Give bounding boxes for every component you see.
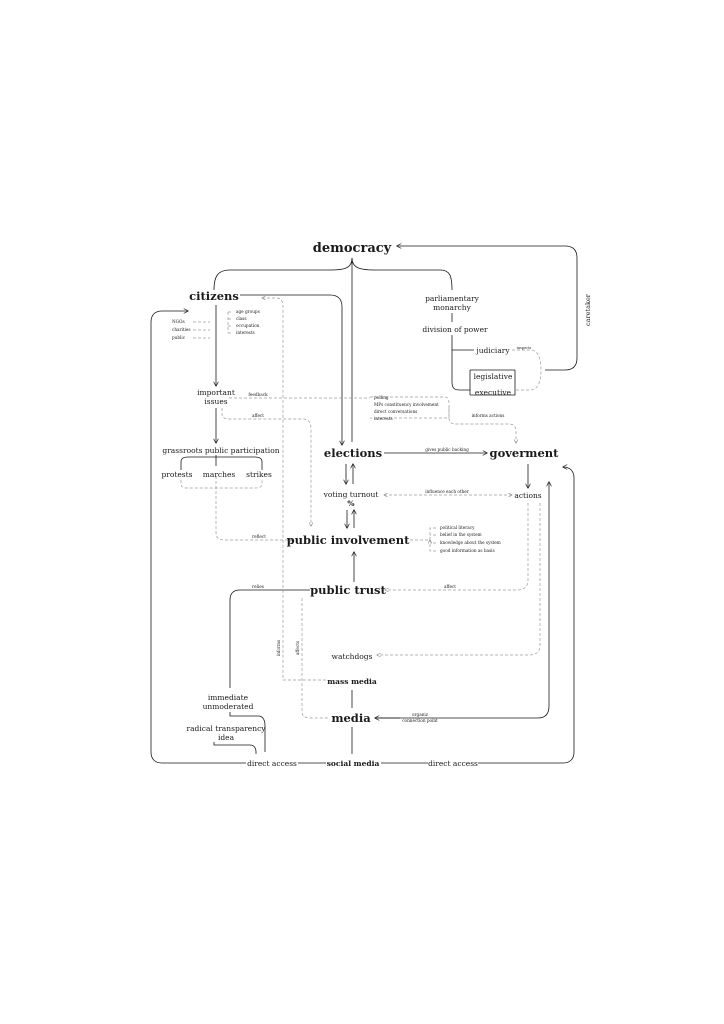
node-judiciary: judiciary: [475, 346, 510, 355]
label-influence-each-other: influence each other: [425, 489, 469, 494]
node-elections: elections: [324, 446, 382, 460]
list-item: good information as basis: [440, 548, 495, 553]
node-public-involvement: public involvement: [287, 533, 410, 547]
edge-grassroots-dashed: [180, 480, 263, 489]
edge-issues-affect: [221, 408, 311, 526]
list-item: political literacy: [440, 525, 475, 530]
node-public-trust: public trust: [310, 583, 386, 597]
list-item: belief in the system: [440, 532, 482, 537]
node-idea: idea: [218, 733, 235, 742]
node-important: important: [197, 388, 235, 397]
label-caretaker: caretaker: [584, 293, 592, 326]
edge-reflect: [215, 476, 292, 540]
dashed-edges: [180, 298, 542, 719]
list-item: public: [172, 335, 186, 340]
edge-judiciary-dashed: [512, 349, 542, 391]
label-affects: affects: [295, 641, 300, 655]
list-item: interests: [374, 416, 393, 421]
node-labels: democracy citizens parliamentary monarch…: [161, 241, 559, 768]
edge-citizen-attributes: [227, 311, 233, 334]
node-media: media: [331, 711, 371, 725]
node-percent: %: [347, 499, 354, 508]
node-unmoderated: unmoderated: [203, 702, 254, 711]
small-lists: NGOs charities public age groups class o…: [172, 309, 501, 553]
list-item: MPs constituency involvement: [374, 402, 439, 407]
edge-citizen-groups: [193, 321, 210, 339]
node-legislative: legislative: [474, 372, 513, 381]
edge-trust-media: [301, 598, 330, 719]
node-democracy: democracy: [313, 241, 392, 256]
node-radical-transparency: radical transparency: [186, 724, 266, 733]
node-actions: actions: [514, 491, 541, 500]
edge-democracy-parliament: [351, 257, 453, 291]
edge-feedback-bracket: [370, 396, 450, 419]
solid-edges: [150, 246, 578, 764]
node-division-of-power: division of power: [422, 325, 488, 334]
label-relies: relies: [252, 584, 264, 589]
label-connection-point: connection point: [402, 718, 438, 723]
node-direct-access-right: direct access: [428, 759, 478, 768]
list-item: class: [236, 316, 246, 321]
node-executive: executive: [475, 388, 512, 397]
edge-democracy-citizens: [213, 257, 353, 291]
node-marches: marches: [203, 470, 236, 479]
node-goverment: goverment: [490, 446, 560, 460]
node-citizens: citizens: [189, 289, 239, 303]
label-affect-top: affect: [252, 413, 264, 418]
list-item: direct conversations: [374, 409, 417, 414]
edge-citizens-loop: [262, 298, 326, 681]
edge-immediate-socialmedia: [229, 712, 266, 752]
node-parliamentary: parliamentary: [425, 294, 480, 303]
label-gives-public-backing: gives public backing: [425, 447, 469, 452]
node-monarchy: monarchy: [433, 303, 472, 312]
label-feedback: feedback: [248, 392, 268, 397]
list-item: occupation: [236, 323, 260, 328]
edge-citizens-elections: [240, 294, 342, 445]
edge-actions-watchdogs: [377, 503, 541, 655]
node-grassroots: grassroots public participation: [162, 446, 279, 455]
edge-caretaker: [397, 246, 578, 371]
node-immediate: immediate: [208, 693, 249, 702]
label-informs-actions: informs actions: [472, 413, 505, 418]
edge-relies: [229, 589, 310, 688]
edge-actions-affect-trust: [385, 503, 529, 590]
label-reflect: reflect: [252, 534, 266, 539]
list-item: interests: [236, 330, 255, 335]
edge-direct-access-right: [478, 467, 575, 764]
node-watchdogs: watchdogs: [332, 652, 373, 661]
edge-involvement-factors: [408, 527, 436, 552]
label-judiciary-tag: inspects: [517, 346, 532, 350]
label-informs: informs: [276, 640, 281, 656]
list-item: age groups: [236, 309, 260, 314]
edge-radical-socialmedia: [213, 742, 257, 754]
node-social-media: social media: [327, 759, 380, 768]
node-strikes: strikes: [246, 470, 272, 479]
edge-labels: caretaker feedback affect informs action…: [248, 293, 592, 723]
edge-division-branches: [451, 335, 470, 391]
edge-direct-access-left: [150, 311, 246, 764]
label-organiz: organiz: [412, 712, 429, 717]
label-affect-trust: affect: [444, 584, 456, 589]
edge-media-goverment: [375, 482, 549, 719]
node-voting-turnout: voting turnout: [323, 490, 379, 499]
edge-informs-actions: [448, 408, 516, 443]
node-issues: issues: [204, 397, 227, 406]
node-direct-access-left: direct access: [247, 759, 297, 768]
list-item: knowledge about the system: [440, 540, 501, 545]
list-item: polling: [374, 395, 389, 400]
node-mass-media: mass media: [327, 677, 377, 686]
node-protests: protests: [161, 470, 192, 479]
list-item: NGOs: [172, 319, 185, 324]
legislative-bracket: [469, 369, 516, 396]
grassroots-bracket: [180, 456, 263, 470]
list-item: charities: [172, 327, 191, 332]
